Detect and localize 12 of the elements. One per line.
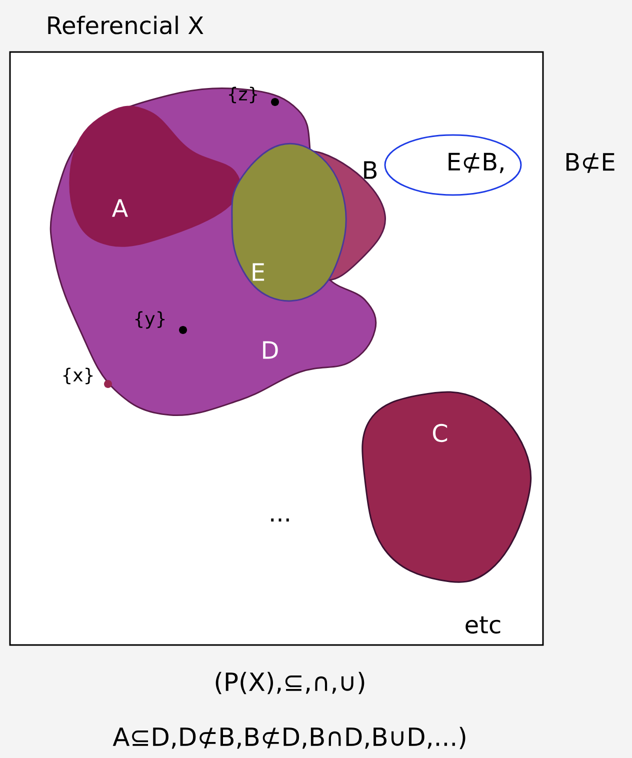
set-blob: A	[69, 106, 241, 247]
set-label: {y}	[135, 311, 165, 329]
set-label: A⊆D,D⊄B,B⊄D,B∩D,B∪D,...)	[112, 726, 466, 750]
set-label: {x}	[63, 368, 93, 384]
set-label: B⊄E	[566, 153, 614, 173]
set-label: (P(X),⊆,∩,∪)	[216, 672, 364, 694]
set-label: {z}	[229, 86, 257, 104]
set-label: E⊄B,	[448, 152, 504, 174]
title: Referencial X	[48, 16, 204, 34]
set-blob: E	[231, 142, 347, 302]
set-blob: C	[362, 391, 532, 583]
set-label: ...	[271, 518, 289, 522]
